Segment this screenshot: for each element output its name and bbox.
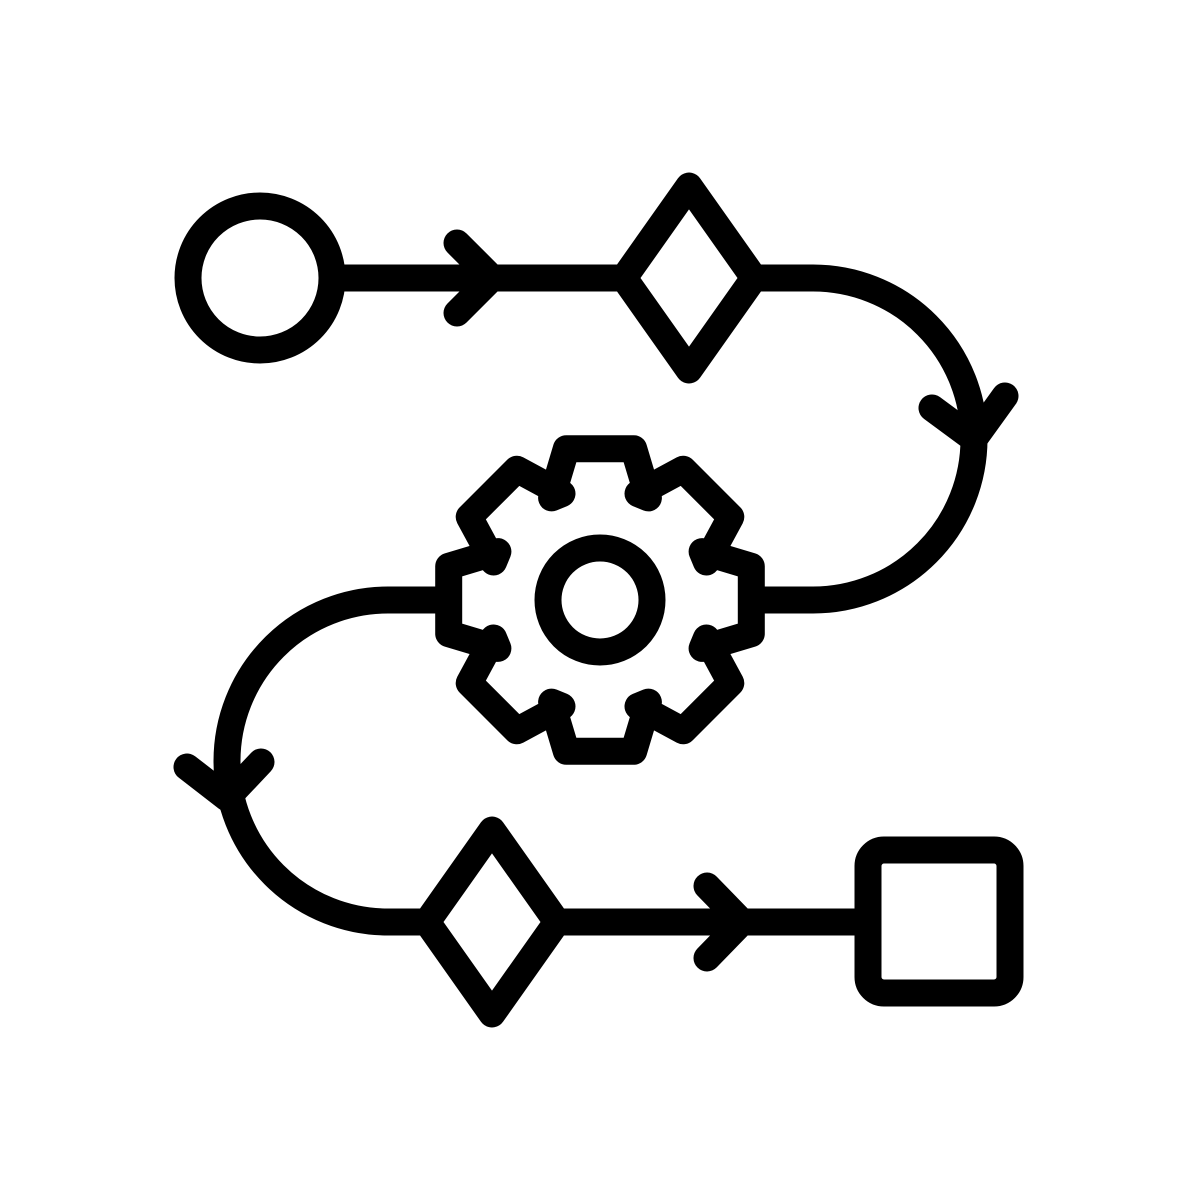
connector-decision-to-process [740, 264, 988, 614]
workflow-diagram [173, 172, 1024, 1028]
connector-process-to-decision [213, 586, 458, 936]
arrow-down-left-icon [173, 748, 275, 812]
gear-icon [435, 435, 765, 765]
decision-diamond-icon [610, 172, 768, 384]
arrow-right-icon [443, 229, 506, 327]
start-circle-icon [174, 192, 346, 364]
arrow-down-icon [918, 382, 1019, 453]
end-square-icon [854, 836, 1024, 1007]
arrow-right-icon [693, 872, 756, 972]
gear-hub-icon [534, 534, 666, 666]
decision-diamond-icon [413, 816, 571, 1028]
